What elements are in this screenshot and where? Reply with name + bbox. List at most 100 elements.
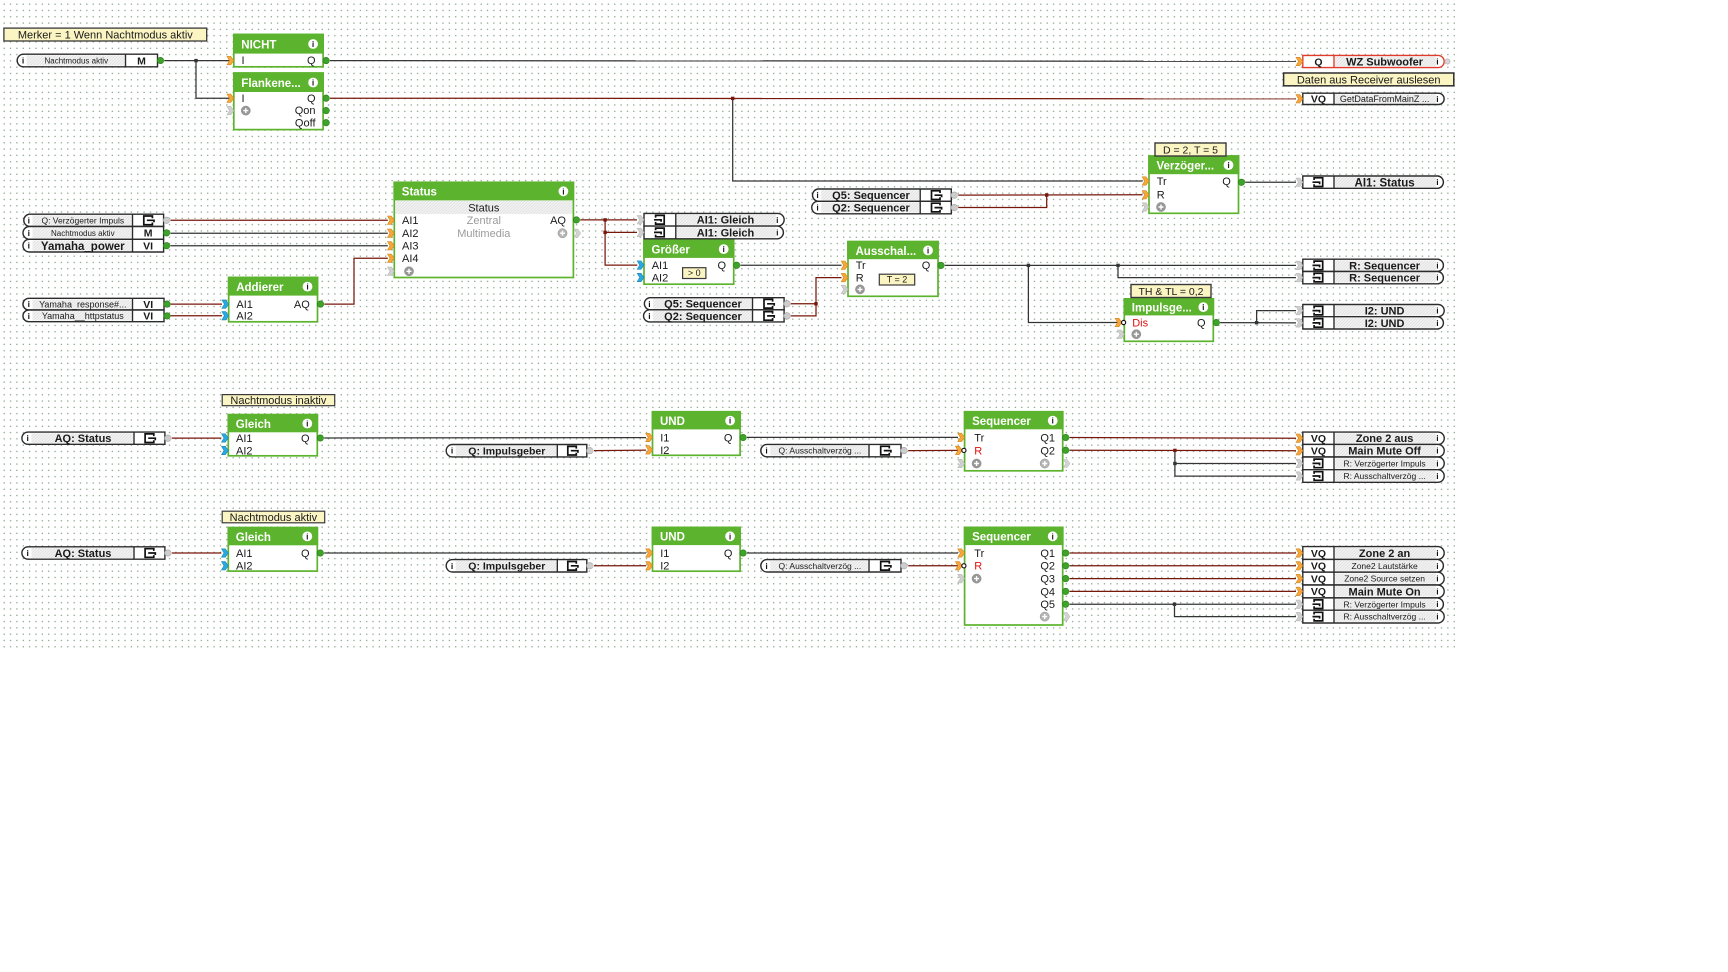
svg-text:R: Ausschaltverzög ...: R: Ausschaltverzög ... bbox=[1343, 612, 1425, 622]
svg-text:AI1: Status: AI1: Status bbox=[1355, 177, 1415, 189]
svg-text:I1: I1 bbox=[660, 432, 669, 444]
svg-text:i: i bbox=[28, 241, 30, 251]
svg-text:> 0: > 0 bbox=[688, 268, 701, 278]
svg-text:i: i bbox=[1436, 574, 1438, 584]
svg-text:i: i bbox=[312, 39, 314, 49]
svg-text:Zone 2 aus: Zone 2 aus bbox=[1356, 433, 1413, 445]
svg-text:R: Sequencer: R: Sequencer bbox=[1349, 260, 1421, 272]
svg-text:Flankene...: Flankene... bbox=[241, 78, 300, 90]
svg-text:i: i bbox=[1436, 177, 1438, 187]
svg-text:i: i bbox=[1052, 416, 1054, 426]
svg-text:i: i bbox=[451, 446, 453, 456]
svg-text:Nachtmodus aktiv: Nachtmodus aktiv bbox=[230, 512, 318, 524]
svg-text:i: i bbox=[776, 227, 778, 237]
svg-text:i: i bbox=[765, 561, 767, 571]
svg-text:Q2: Q2 bbox=[1040, 561, 1055, 573]
svg-text:Qon: Qon bbox=[295, 105, 316, 117]
svg-text:i: i bbox=[1436, 260, 1438, 270]
svg-text:i: i bbox=[1436, 471, 1438, 481]
svg-text:TH & TL = 0,2: TH & TL = 0,2 bbox=[1138, 286, 1203, 298]
svg-text:i: i bbox=[1436, 586, 1438, 596]
svg-text:i: i bbox=[1436, 57, 1438, 67]
svg-text:R: Sequencer: R: Sequencer bbox=[1349, 273, 1421, 285]
svg-text:i: i bbox=[28, 311, 30, 321]
svg-text:Q1: Q1 bbox=[1040, 432, 1055, 444]
svg-text:Q: Q bbox=[724, 548, 733, 560]
svg-text:Main Mute Off: Main Mute Off bbox=[1348, 446, 1421, 458]
svg-text:R: R bbox=[856, 273, 864, 285]
svg-text:Q: Q bbox=[301, 433, 310, 445]
svg-text:VI: VI bbox=[143, 241, 153, 253]
svg-text:M: M bbox=[144, 228, 153, 240]
svg-text:VQ: VQ bbox=[1311, 94, 1326, 106]
svg-text:I2: I2 bbox=[660, 445, 669, 457]
svg-text:VQ: VQ bbox=[1311, 586, 1326, 598]
svg-text:Q2: Sequencer: Q2: Sequencer bbox=[832, 203, 910, 215]
svg-text:AI2: AI2 bbox=[402, 228, 419, 240]
svg-text:Q: Ausschaltverzög ...: Q: Ausschaltverzög ... bbox=[779, 446, 862, 456]
svg-text:Q: Q bbox=[922, 260, 931, 272]
svg-text:Q5: Q5 bbox=[1040, 599, 1055, 611]
svg-text:Q: Ausschaltverzög ...: Q: Ausschaltverzög ... bbox=[779, 561, 862, 571]
svg-text:AI1: AI1 bbox=[402, 215, 419, 227]
svg-text:i: i bbox=[312, 78, 314, 88]
svg-text:Q: Impulsgeber: Q: Impulsgeber bbox=[468, 446, 545, 458]
svg-text:Q1: Q1 bbox=[1040, 548, 1055, 560]
svg-text:D = 2, T = 5: D = 2, T = 5 bbox=[1163, 145, 1218, 157]
svg-text:i: i bbox=[776, 215, 778, 225]
svg-text:i: i bbox=[1227, 160, 1229, 170]
svg-text:i: i bbox=[28, 228, 30, 238]
svg-text:VQ: VQ bbox=[1311, 561, 1326, 573]
svg-text:UND: UND bbox=[660, 532, 685, 544]
svg-text:Ausschal...: Ausschal... bbox=[856, 246, 917, 258]
svg-text:Tr: Tr bbox=[974, 432, 984, 444]
svg-text:Q: Q bbox=[717, 260, 726, 272]
svg-text:Q3: Q3 bbox=[1040, 574, 1055, 586]
svg-text:Nachtmodus inaktiv: Nachtmodus inaktiv bbox=[230, 395, 326, 407]
svg-text:i: i bbox=[765, 446, 767, 456]
svg-text:GetDataFromMainZ ...: GetDataFromMainZ ... bbox=[1340, 94, 1430, 104]
svg-text:M: M bbox=[137, 55, 146, 67]
svg-text:i: i bbox=[22, 56, 24, 66]
svg-text:i: i bbox=[306, 531, 308, 541]
svg-text:i: i bbox=[1052, 531, 1054, 541]
svg-text:i: i bbox=[28, 299, 30, 309]
svg-text:VQ: VQ bbox=[1311, 433, 1326, 445]
svg-text:Q5: Sequencer: Q5: Sequencer bbox=[832, 190, 910, 202]
svg-text:R: R bbox=[1157, 190, 1165, 202]
svg-text:i: i bbox=[729, 531, 731, 541]
svg-text:Gleich: Gleich bbox=[236, 419, 271, 431]
svg-text:i: i bbox=[1436, 561, 1438, 571]
svg-text:VI: VI bbox=[143, 299, 153, 311]
svg-text:Tr: Tr bbox=[974, 548, 984, 560]
svg-text:Zone 2 an: Zone 2 an bbox=[1359, 548, 1411, 560]
svg-text:AI1: AI1 bbox=[236, 299, 253, 311]
svg-text:Gleich: Gleich bbox=[236, 532, 271, 544]
svg-text:AI1: AI1 bbox=[236, 548, 253, 560]
svg-text:Qoff: Qoff bbox=[295, 118, 317, 130]
svg-text:i: i bbox=[1436, 306, 1438, 316]
svg-text:i: i bbox=[451, 561, 453, 571]
svg-text:i: i bbox=[28, 215, 30, 225]
svg-text:i: i bbox=[648, 311, 650, 321]
svg-text:Q: Impulsgeber: Q: Impulsgeber bbox=[468, 561, 545, 573]
svg-text:i: i bbox=[1436, 318, 1438, 328]
svg-text:VQ: VQ bbox=[1311, 573, 1326, 585]
svg-text:i: i bbox=[729, 416, 731, 426]
svg-text:R: R bbox=[974, 561, 982, 573]
svg-text:Tr: Tr bbox=[856, 260, 866, 272]
svg-text:Q: Q bbox=[301, 548, 310, 560]
svg-text:Tr: Tr bbox=[1157, 176, 1167, 188]
svg-text:i: i bbox=[1436, 458, 1438, 468]
svg-text:i: i bbox=[306, 282, 308, 292]
svg-text:I1: I1 bbox=[660, 548, 669, 560]
svg-text:Status: Status bbox=[468, 203, 500, 215]
svg-text:Q: Verzögerter Impuls: Q: Verzögerter Impuls bbox=[41, 215, 124, 225]
svg-text:I2: I2 bbox=[660, 561, 669, 573]
svg-text:i: i bbox=[27, 548, 29, 558]
svg-text:AI1: Gleich: AI1: Gleich bbox=[697, 227, 755, 239]
svg-text:Main Mute On: Main Mute On bbox=[1349, 586, 1421, 598]
svg-text:Q4: Q4 bbox=[1040, 586, 1055, 598]
svg-text:Sequencer: Sequencer bbox=[972, 532, 1031, 544]
svg-text:i: i bbox=[1436, 599, 1438, 609]
